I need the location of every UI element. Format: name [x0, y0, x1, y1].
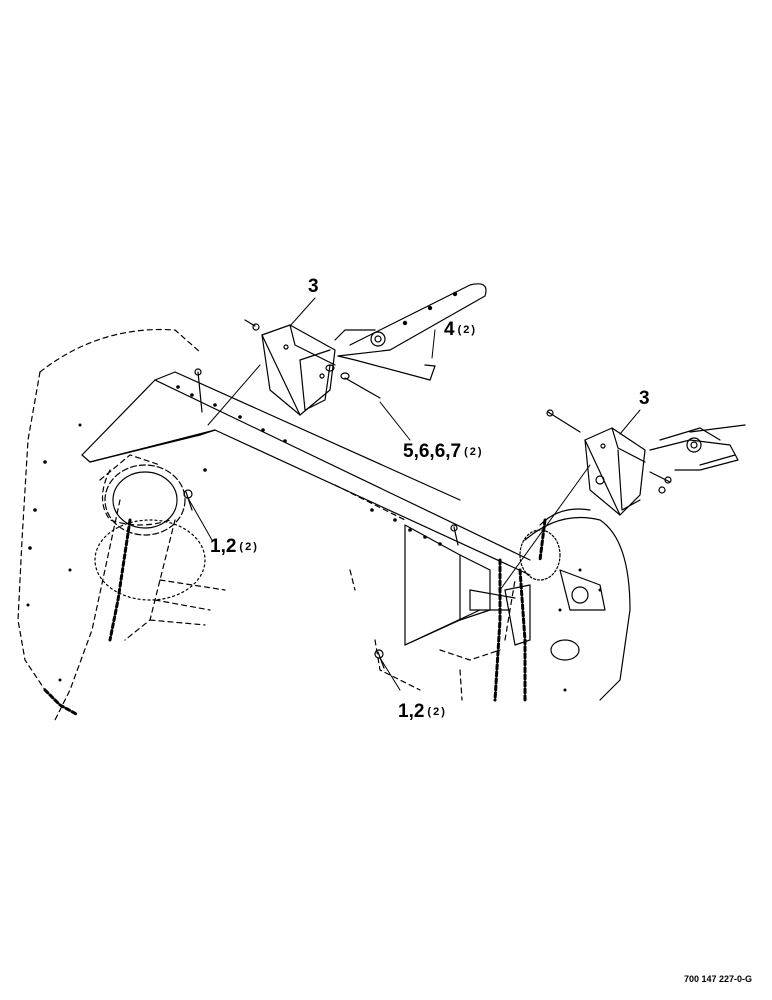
callout-number: 1,2	[210, 536, 237, 557]
drive-housing-right	[519, 508, 631, 701]
callout-qty: (2)	[457, 324, 478, 336]
leader-lines	[187, 297, 641, 691]
right-side-bracket	[469, 584, 531, 646]
callout-number: 4	[444, 319, 455, 340]
callout-number: 3	[308, 276, 319, 297]
hardware-left	[183, 319, 381, 511]
lift-arm-right	[649, 424, 746, 471]
callout-number: 5,6,6,7	[403, 441, 462, 462]
frame-outline	[17, 328, 516, 721]
cross-beam	[81, 371, 531, 576]
callout-3-right: 3	[639, 389, 653, 408]
beam-holes	[176, 385, 442, 546]
frame-heavy-edges	[43, 518, 547, 717]
beam-end-plate	[404, 524, 491, 646]
callout-qty: (2)	[464, 446, 484, 458]
callout-4: 4(2)	[444, 320, 477, 339]
drive-dots	[558, 568, 602, 692]
lift-arm-left	[334, 283, 487, 381]
callout-1-2-right: 1,2(2)	[398, 702, 447, 721]
bracket-right	[584, 427, 646, 516]
frame-dots	[26, 423, 82, 682]
callout-1-2-left: 1,2(2)	[210, 537, 259, 556]
callout-3-left: 3	[308, 277, 322, 296]
callout-number: 1,2	[398, 701, 425, 722]
hardware-right	[374, 409, 672, 669]
callout-qty: (2)	[239, 541, 259, 553]
callout-qty: (2)	[427, 706, 447, 718]
drive-housing-left	[94, 464, 206, 601]
callout-5-6-6-7: 5,6,6,7(2)	[403, 442, 484, 461]
bracket-left	[261, 324, 336, 416]
callout-number: 3	[639, 388, 650, 409]
document-number: 700 147 227-0-G	[683, 974, 752, 984]
